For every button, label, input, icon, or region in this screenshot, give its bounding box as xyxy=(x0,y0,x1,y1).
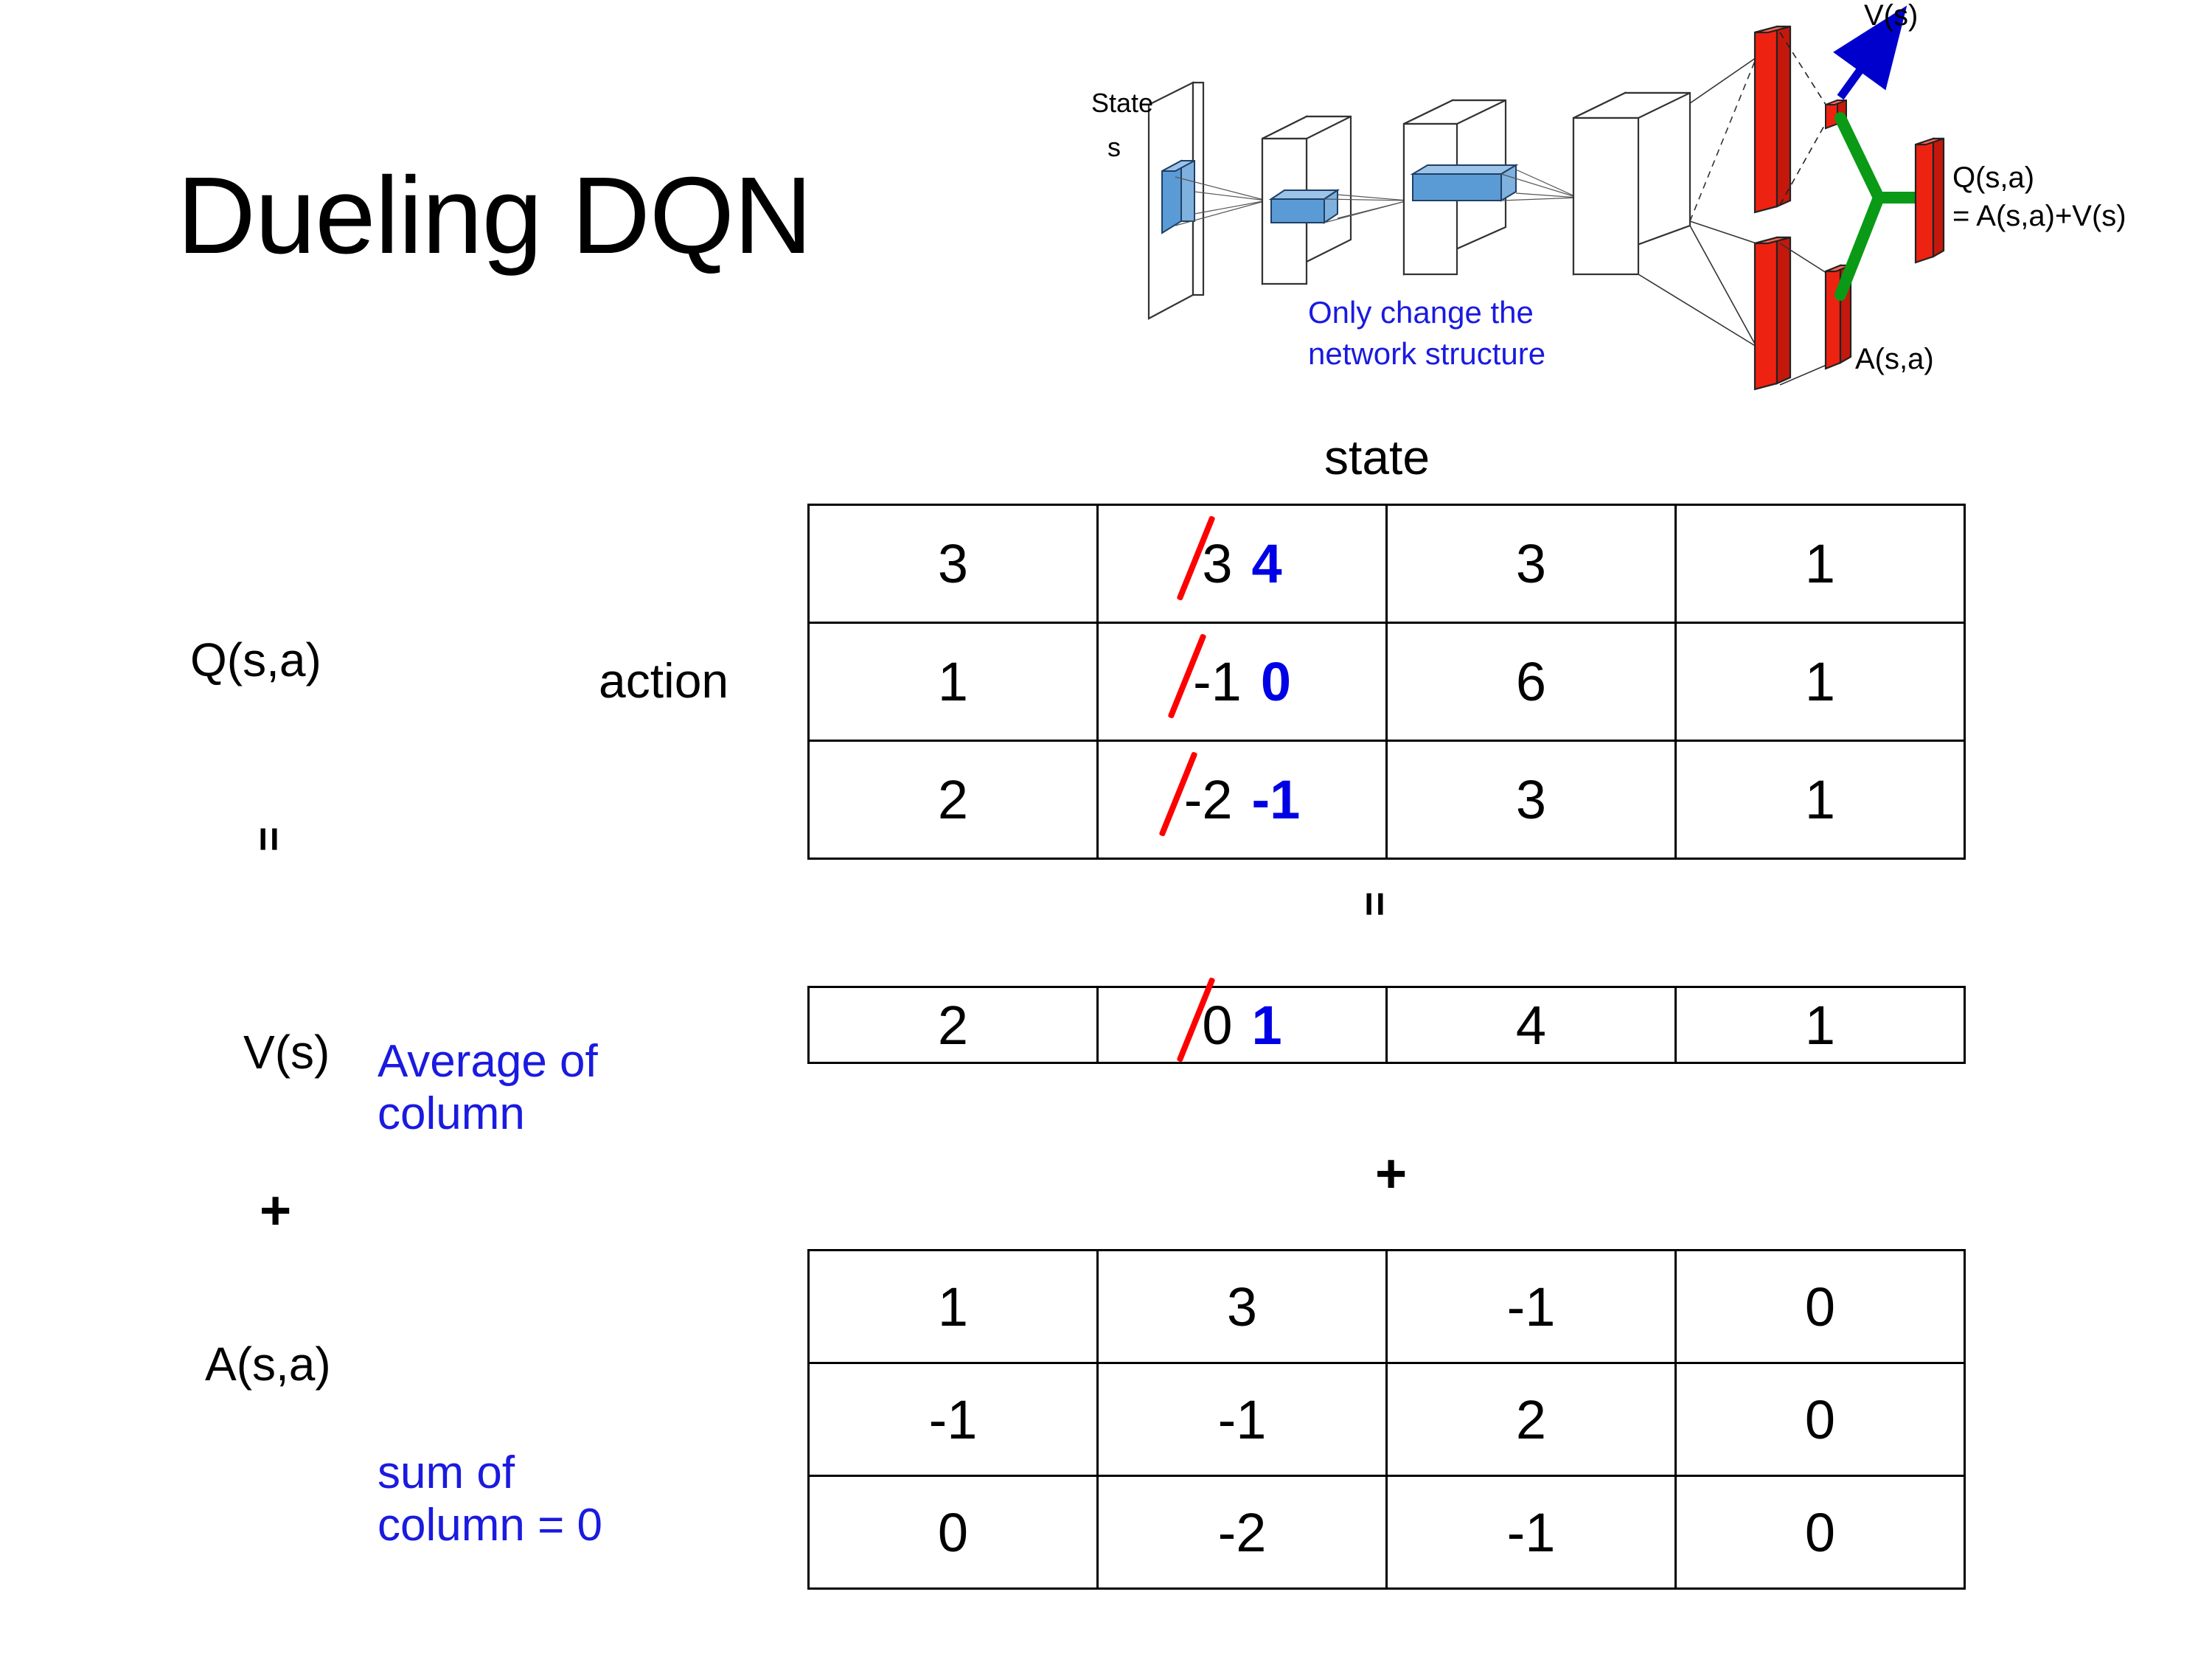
table-row: -1 -1 2 0 xyxy=(807,1362,1966,1477)
q-cell-r0c2: 3 xyxy=(1385,504,1677,624)
cell-new-value: 1 xyxy=(1251,994,1282,1056)
cell-value: 1 xyxy=(1804,651,1836,712)
average-note-line2: column xyxy=(378,1088,525,1139)
cell-value: 2 xyxy=(937,994,969,1056)
cell-new-value: 0 xyxy=(1260,651,1291,712)
table-row: 1 -1 0 6 1 xyxy=(807,622,1966,742)
cell-value: 1 xyxy=(1804,533,1836,594)
cell-value: 1 xyxy=(937,651,969,712)
cell-value: 2 xyxy=(937,769,969,830)
q-cell-r1c0: 1 xyxy=(807,622,1099,742)
average-note-line1: Average of xyxy=(378,1036,598,1087)
cell-value: 2 xyxy=(1515,1388,1547,1450)
cell-value: -1 xyxy=(1506,1501,1556,1563)
a-cell-r0c1: 3 xyxy=(1096,1249,1388,1364)
cell-old-text: 3 xyxy=(1202,533,1233,594)
diagram-value-label: V(s) xyxy=(1864,0,1918,32)
page-title: Dueling DQN xyxy=(177,155,813,276)
sum-of-column-note: sum of column = 0 xyxy=(378,1447,602,1551)
diagram-note-line2: network structure xyxy=(1308,336,1545,371)
v-cell-c2: 4 xyxy=(1385,986,1677,1064)
v-function-label: V(s) xyxy=(243,1026,330,1079)
v-cell-c0: 2 xyxy=(807,986,1099,1064)
action-axis-label: action xyxy=(599,653,729,708)
table-row: 2 0 1 4 1 xyxy=(807,976,1966,1064)
a-cell-r1c2: 2 xyxy=(1385,1362,1677,1477)
q-cell-r1c2: 6 xyxy=(1385,622,1677,742)
cell-value: 6 xyxy=(1515,651,1547,712)
a-cell-r0c3: 0 xyxy=(1674,1249,1966,1364)
v-cell-c1: 0 1 xyxy=(1096,976,1388,1064)
equals-operator-middle: = xyxy=(1350,891,1399,915)
cell-value: 3 xyxy=(1226,1276,1258,1338)
cell-value: -1 xyxy=(928,1388,978,1450)
a-cell-r2c3: 0 xyxy=(1674,1475,1966,1590)
cell-value: 4 xyxy=(1515,994,1547,1056)
plus-operator-left: + xyxy=(260,1180,292,1241)
a-cell-r0c2: -1 xyxy=(1385,1249,1677,1364)
sum-note-line2: column = 0 xyxy=(378,1499,603,1551)
cell-value: 0 xyxy=(1804,1501,1836,1563)
diagram-advantage-label: A(s,a) xyxy=(1855,343,1934,375)
average-of-column-note: Average of column xyxy=(378,1036,598,1140)
plus-operator-middle: + xyxy=(1375,1143,1408,1204)
cell-value: 3 xyxy=(937,533,969,594)
q-cell-r2c0: 2 xyxy=(807,740,1099,860)
cell-new-value: -1 xyxy=(1251,769,1301,830)
q-cell-r0c1: 3 4 xyxy=(1096,504,1388,624)
a-cell-r0c0: 1 xyxy=(807,1249,1099,1364)
diagram-state-label-line1: State xyxy=(1091,88,1153,118)
cell-value: -1 xyxy=(1506,1276,1556,1338)
advantage-value-table: 1 3 -1 0 -1 -1 2 0 0 -2 -1 0 xyxy=(807,1249,1966,1590)
diagram-q-label-line2: = A(s,a)+V(s) xyxy=(1952,200,2126,232)
a-cell-r1c0: -1 xyxy=(807,1362,1099,1477)
a-cell-r2c2: -1 xyxy=(1385,1475,1677,1590)
cell-old-value-struck: -1 xyxy=(1167,633,1242,720)
state-axis-label: state xyxy=(1324,430,1430,484)
cell-value: 1 xyxy=(1804,994,1836,1056)
cell-value: 3 xyxy=(1515,533,1547,594)
v-value-table: 2 0 1 4 1 xyxy=(807,976,1966,1064)
table-row: 3 3 4 3 1 xyxy=(807,504,1966,624)
q-function-label: Q(s,a) xyxy=(190,633,321,686)
cell-old-value-struck: 0 xyxy=(1176,976,1233,1062)
cell-old-text: -2 xyxy=(1183,769,1233,830)
q-cell-r0c0: 3 xyxy=(807,504,1099,624)
a-cell-r2c1: -2 xyxy=(1096,1475,1388,1590)
cell-value: 1 xyxy=(1804,769,1836,830)
q-cell-r2c3: 1 xyxy=(1674,740,1966,860)
cell-old-value-struck: -2 xyxy=(1158,751,1233,838)
cell-value: 1 xyxy=(937,1276,969,1338)
cell-old-text: -1 xyxy=(1193,651,1242,712)
cell-value: 3 xyxy=(1515,769,1547,830)
a-cell-r1c1: -1 xyxy=(1096,1362,1388,1477)
sum-note-line1: sum of xyxy=(378,1447,515,1498)
cell-value: 0 xyxy=(937,1501,969,1563)
table-row: 2 -2 -1 3 1 xyxy=(807,740,1966,860)
table-row: 0 -2 -1 0 xyxy=(807,1475,1966,1590)
cell-value: 0 xyxy=(1804,1388,1836,1450)
q-value-table: 3 3 4 3 1 1 -1 xyxy=(807,504,1966,860)
table-row: 1 3 -1 0 xyxy=(807,1249,1966,1364)
cell-old-text: 0 xyxy=(1202,994,1233,1056)
a-cell-r2c0: 0 xyxy=(807,1475,1099,1590)
diagram-state-label-line2: s xyxy=(1107,132,1121,162)
q-cell-r2c1: -2 -1 xyxy=(1096,740,1388,860)
dueling-network-diagram: State s Only change the network structur… xyxy=(1091,0,2212,420)
diagram-q-label-line1: Q(s,a) xyxy=(1952,161,2034,194)
a-function-label: A(s,a) xyxy=(205,1338,331,1391)
cell-new-value: 4 xyxy=(1251,533,1282,594)
equals-operator-left: = xyxy=(244,827,293,850)
cell-value: -2 xyxy=(1217,1501,1267,1563)
q-cell-r1c1: -1 0 xyxy=(1096,622,1388,742)
cell-value: -1 xyxy=(1217,1388,1267,1450)
a-cell-r1c3: 0 xyxy=(1674,1362,1966,1477)
q-cell-r1c3: 1 xyxy=(1674,622,1966,742)
q-cell-r2c2: 3 xyxy=(1385,740,1677,860)
q-cell-r0c3: 1 xyxy=(1674,504,1966,624)
cell-old-value-struck: 3 xyxy=(1176,515,1233,602)
v-cell-c3: 1 xyxy=(1674,986,1966,1064)
cell-value: 0 xyxy=(1804,1276,1836,1338)
diagram-note-line1: Only change the xyxy=(1308,295,1534,330)
